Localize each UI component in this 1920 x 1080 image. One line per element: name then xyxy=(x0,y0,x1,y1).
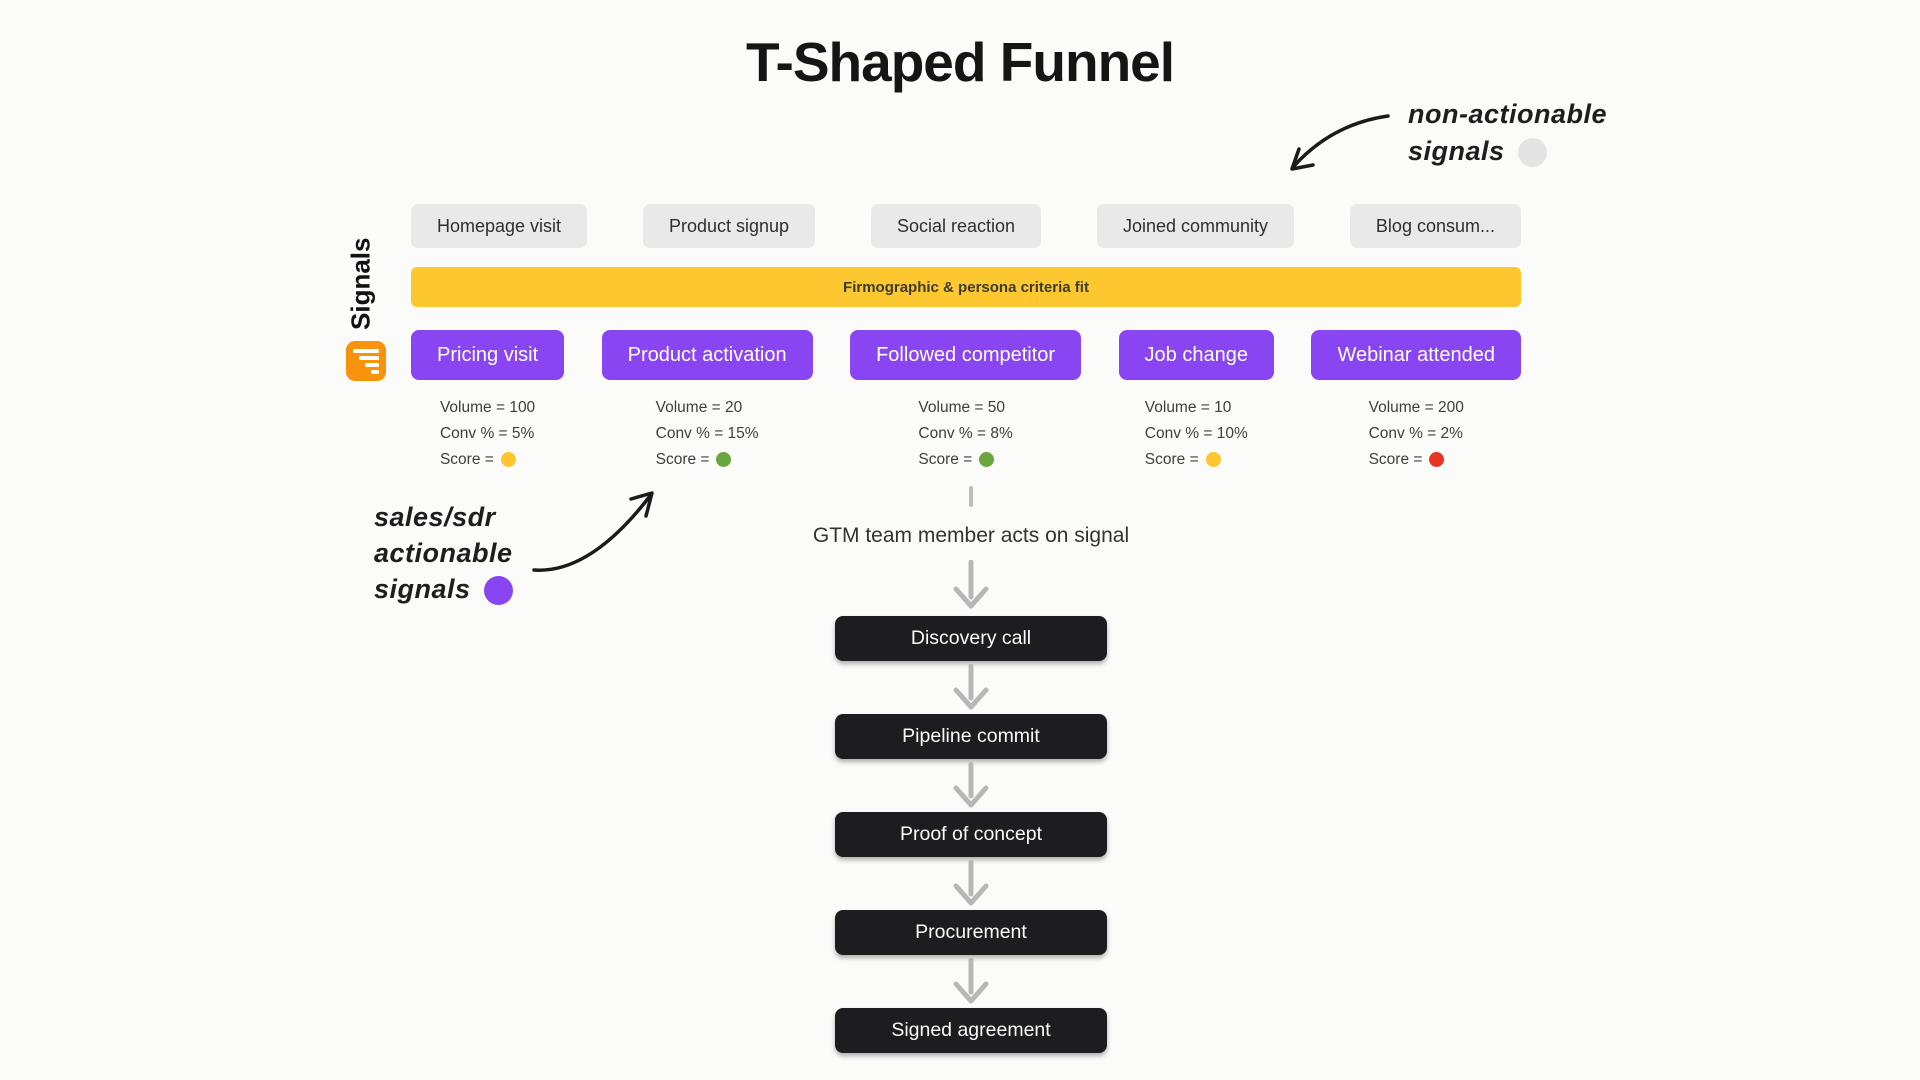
actionable-annotation: sales/sdr actionable signals xyxy=(374,499,513,607)
annotation-line: non-actionable xyxy=(1408,96,1607,133)
annotation-line: signals xyxy=(374,571,513,607)
signal-chip-followed-competitor[interactable]: Followed competitor xyxy=(850,330,1082,380)
stat-conversion: Conv % = 5% xyxy=(439,425,535,442)
stat-score: Score = xyxy=(1145,447,1248,473)
stage-pipeline-commit[interactable]: Pipeline commit xyxy=(835,714,1107,759)
signal-chip-joined-community[interactable]: Joined community xyxy=(1096,204,1295,248)
signal-chip-job-change[interactable]: Job change xyxy=(1118,330,1274,380)
hand-drawn-arrow-icon xyxy=(1290,114,1390,171)
criteria-fit-bar[interactable]: Firmographic & persona criteria fit xyxy=(411,267,1521,307)
stat-score: Score = xyxy=(1369,447,1464,473)
signal-stats: Volume = 200 Conv % = 2% Score = xyxy=(1369,395,1464,473)
annotation-text: sales/sdr xyxy=(374,502,496,532)
stat-conversion: Conv % = 15% xyxy=(655,425,759,442)
signal-column-webinar-attended: Webinar attended Volume = 200 Conv % = 2… xyxy=(1311,330,1521,473)
hand-drawn-arrow-icon xyxy=(532,491,654,572)
stat-volume: Volume = 200 xyxy=(1368,399,1464,416)
stat-volume: Volume = 20 xyxy=(655,399,743,416)
signal-funnel-icon xyxy=(346,341,386,381)
down-arrow-icon xyxy=(953,664,989,710)
signal-column-pricing-visit: Pricing visit Volume = 100 Conv % = 5% S… xyxy=(411,330,565,473)
stat-score-label: Score = xyxy=(1144,451,1199,468)
signal-chip-pricing-visit[interactable]: Pricing visit xyxy=(411,330,565,380)
signal-chip-blog-consumption[interactable]: Blog consum... xyxy=(1349,204,1521,248)
stat-score: Score = xyxy=(440,447,535,473)
annotation-text: signals xyxy=(1408,136,1505,166)
down-arrow-icon xyxy=(953,958,989,1004)
annotation-line: sales/sdr xyxy=(374,499,513,535)
annotation-text: signals xyxy=(374,574,471,604)
stat-score-label: Score = xyxy=(439,451,494,468)
signal-column-product-activation: Product activation Volume = 20 Conv % = … xyxy=(601,330,813,473)
stat-conversion: Conv % = 8% xyxy=(918,425,1013,442)
score-dot xyxy=(500,451,516,467)
connector-stub xyxy=(969,486,973,507)
stage-proof-of-concept[interactable]: Proof of concept xyxy=(835,812,1107,857)
actionable-dot xyxy=(483,576,513,605)
annotation-line: actionable xyxy=(374,535,513,571)
signals-axis-label: Signals xyxy=(345,237,376,331)
signal-stats: Volume = 50 Conv % = 8% Score = xyxy=(918,395,1012,473)
stat-score-label: Score = xyxy=(918,451,973,468)
stat-score: Score = xyxy=(656,447,759,473)
stat-conversion: Conv % = 10% xyxy=(1144,425,1248,442)
score-dot xyxy=(979,451,995,467)
non-actionable-dot xyxy=(1517,138,1547,167)
signal-chip-social-reaction[interactable]: Social reaction xyxy=(870,204,1042,248)
down-arrow-icon xyxy=(953,762,989,808)
down-arrow-icon xyxy=(953,560,989,609)
stat-conversion: Conv % = 2% xyxy=(1368,425,1463,442)
stage-signed-agreement[interactable]: Signed agreement xyxy=(835,1008,1107,1053)
stat-volume: Volume = 50 xyxy=(918,399,1006,416)
down-arrow-icon xyxy=(953,860,989,906)
signal-chip-product-activation[interactable]: Product activation xyxy=(601,330,813,380)
stat-score-label: Score = xyxy=(655,451,710,468)
stat-volume: Volume = 100 xyxy=(439,399,536,416)
score-dot xyxy=(716,451,732,467)
stat-score-label: Score = xyxy=(1368,451,1423,468)
stat-volume: Volume = 10 xyxy=(1144,399,1232,416)
signal-column-followed-competitor: Followed competitor Volume = 50 Conv % =… xyxy=(850,330,1082,473)
signal-stats: Volume = 20 Conv % = 15% Score = xyxy=(656,395,759,473)
signal-chip-webinar-attended[interactable]: Webinar attended xyxy=(1311,330,1521,380)
score-dot xyxy=(1429,451,1445,467)
page-title: T-Shaped Funnel xyxy=(745,31,1175,93)
stat-score: Score = xyxy=(918,447,1012,473)
annotation-text: actionable xyxy=(374,538,513,568)
connector-label: GTM team member acts on signal xyxy=(812,524,1130,547)
signal-column-job-change: Job change Volume = 10 Conv % = 10% Scor… xyxy=(1118,330,1274,473)
stage-discovery-call[interactable]: Discovery call xyxy=(835,616,1107,661)
non-actionable-signals-row: Homepage visit Product signup Social rea… xyxy=(411,204,1521,248)
funnel-stages: Discovery call Pipeline commit Proof of … xyxy=(835,616,1107,1053)
score-dot xyxy=(1205,451,1221,467)
signal-chip-homepage-visit[interactable]: Homepage visit xyxy=(411,204,588,248)
stage-procurement[interactable]: Procurement xyxy=(835,910,1107,955)
signal-stats: Volume = 100 Conv % = 5% Score = xyxy=(440,395,535,473)
non-actionable-annotation: non-actionable signals xyxy=(1408,96,1607,170)
signal-chip-product-signup[interactable]: Product signup xyxy=(642,204,816,248)
annotation-line: signals xyxy=(1408,133,1607,170)
actionable-signals-row: Pricing visit Volume = 100 Conv % = 5% S… xyxy=(411,330,1521,473)
signal-stats: Volume = 10 Conv % = 10% Score = xyxy=(1145,395,1248,473)
annotation-text: non-actionable xyxy=(1408,99,1608,129)
